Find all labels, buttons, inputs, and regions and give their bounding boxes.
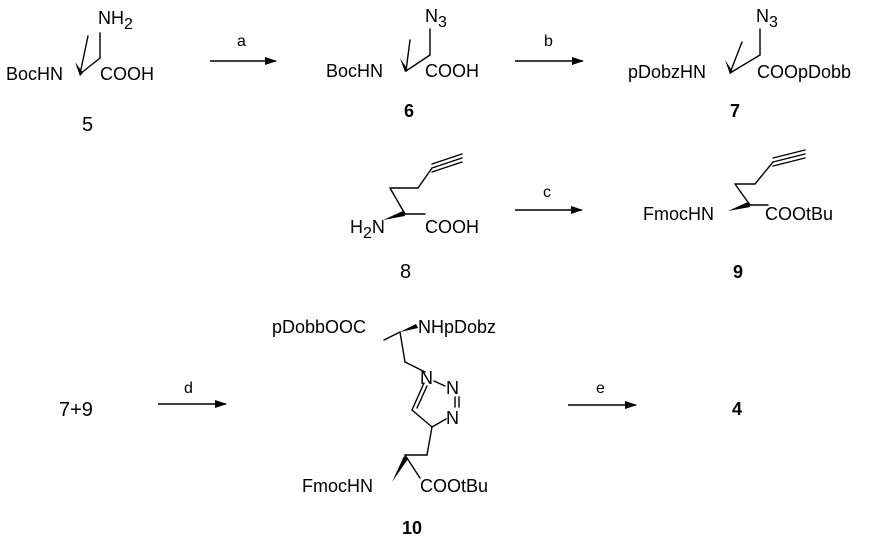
- bond: [431, 418, 447, 428]
- fmoc-amine-label: FmocHN: [302, 476, 373, 496]
- triazole-n1: N: [420, 368, 433, 388]
- pdobb-ester-label: COOpDobb: [757, 62, 851, 82]
- amine-label: NH2: [98, 8, 133, 33]
- pdobz-amine-label: pDobzHN: [628, 62, 706, 82]
- compound-number: 9: [733, 262, 743, 282]
- bond: [405, 54, 431, 72]
- compound-number: 10: [402, 518, 422, 538]
- bond: [417, 167, 433, 189]
- compound-5: NH2 BocHN COOH 5: [6, 8, 154, 136]
- reactants-label: 7+9: [59, 399, 93, 421]
- bond: [426, 426, 433, 456]
- bond: [79, 57, 101, 75]
- triple-bond: [772, 153, 806, 163]
- arrow-e: e: [568, 380, 637, 409]
- azide-label: N3: [756, 6, 778, 31]
- compound-7: N3 pDobzHN COOpDobb 7: [628, 6, 851, 121]
- arrow-d: d: [158, 380, 227, 408]
- bond: [433, 380, 446, 387]
- bond: [404, 361, 426, 373]
- bond: [389, 187, 406, 215]
- tbu-ester-label: COOtBu: [420, 476, 488, 496]
- arrow-b: b: [515, 33, 584, 65]
- triple-bond: [431, 153, 463, 165]
- bond: [79, 35, 89, 75]
- bond: [399, 331, 406, 363]
- arrow-a: a: [210, 33, 277, 65]
- compound-10: pDobbOOC NHpDobz N N N FmocHN COOtBu 10: [272, 317, 496, 538]
- carboxylic-acid-label: COOH: [425, 217, 479, 237]
- carboxylic-acid-label: COOH: [425, 61, 479, 81]
- azide-label: N3: [425, 6, 447, 31]
- compound-number: 7: [730, 101, 740, 121]
- compound-number: 6: [404, 101, 414, 121]
- compound-9: FmocHN COOtBu 9: [643, 149, 833, 282]
- triple-bond: [772, 157, 806, 167]
- bond: [729, 54, 761, 74]
- bond: [383, 331, 401, 341]
- condition-label: c: [543, 184, 551, 201]
- bond: [729, 41, 743, 74]
- wedge-bond: [728, 202, 750, 211]
- triazole-n2: N: [446, 378, 459, 398]
- condition-label: a: [237, 33, 246, 50]
- bond: [416, 385, 428, 409]
- compound-6: N3 BocHN COOH 6: [326, 6, 479, 121]
- pdobb-ester-label: pDobbOOC: [272, 317, 366, 337]
- bond: [754, 161, 774, 185]
- fmoc-amine-label: FmocHN: [643, 204, 714, 224]
- bond: [411, 409, 433, 428]
- condition-label: e: [596, 380, 605, 397]
- boc-amine-label: BocHN: [6, 64, 63, 84]
- bond: [405, 39, 411, 72]
- compound-number: 5: [82, 114, 93, 136]
- tbu-ester-label: COOtBu: [765, 204, 833, 224]
- triple-bond: [772, 149, 806, 159]
- triple-bond: [431, 157, 463, 169]
- carboxylic-acid-label: COOH: [100, 64, 154, 84]
- condition-label: d: [184, 380, 193, 397]
- wedge-bond: [383, 211, 405, 220]
- compound-number: 8: [400, 261, 411, 283]
- wedge-bond: [392, 456, 408, 482]
- bond: [734, 183, 751, 206]
- pdobz-amine-label: NHpDobz: [418, 317, 496, 337]
- product-compound-number: 4: [732, 399, 742, 419]
- bond: [411, 382, 425, 411]
- triazole-n3: N: [446, 408, 459, 428]
- wedge-bond: [400, 324, 418, 332]
- arrow-c: c: [515, 184, 583, 214]
- boc-amine-label: BocHN: [326, 61, 383, 81]
- amine-label: H2N: [350, 217, 385, 242]
- condition-label: b: [544, 33, 553, 50]
- triple-bond: [431, 161, 463, 173]
- compound-8: H2N COOH 8: [350, 153, 479, 283]
